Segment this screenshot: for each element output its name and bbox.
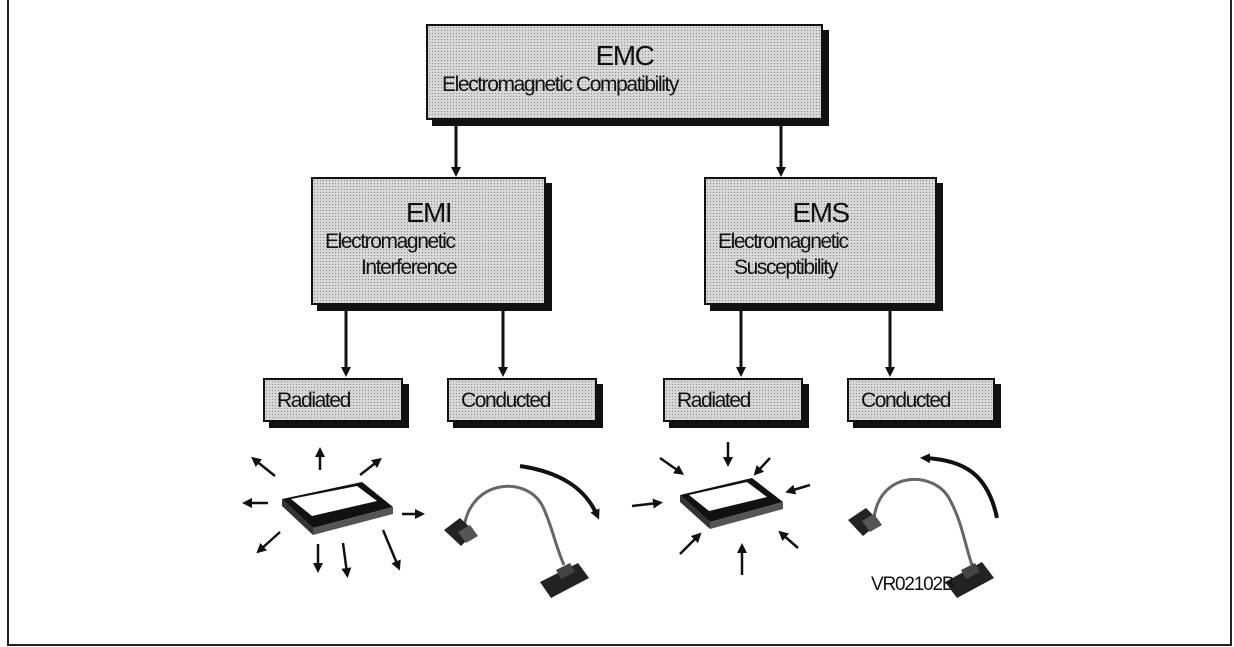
emi-line2: Interference <box>361 256 458 280</box>
emi-title: EMI <box>405 197 453 228</box>
emc-subtitle: Electromagnetic Compatibility <box>442 73 679 96</box>
emi-conducted-box: Conducted <box>447 378 597 422</box>
ems-conducted-cable-icon <box>848 453 999 598</box>
emc-title: EMC <box>595 40 655 71</box>
ems-conducted-box: Conducted <box>847 378 995 422</box>
ems-receiving-module-icon <box>631 442 811 575</box>
ems-title: EMS <box>792 197 850 228</box>
figure-frame <box>7 0 1232 646</box>
ems-radiated-box: Radiated <box>663 378 803 422</box>
emi-line1: Electromagnetic <box>325 230 456 253</box>
emi-radiating-module-icon <box>242 447 425 578</box>
ems-line1: Electromagnetic <box>718 230 849 253</box>
emi-radiated-label: Radiated <box>277 389 351 412</box>
ems-box: EMS Electromagnetic Susceptibility <box>704 177 937 305</box>
emi-conducted-cable-icon <box>444 464 600 598</box>
emi-box: EMI Electromagnetic Interference <box>311 177 546 305</box>
ems-conducted-label: Conducted <box>861 389 951 412</box>
figure-code: VR02102B <box>871 574 955 595</box>
emi-conducted-label: Conducted <box>461 389 551 412</box>
ems-line2: Susceptibility <box>734 256 838 280</box>
emi-radiated-box: Radiated <box>263 378 403 422</box>
emc-box: EMC Electromagnetic Compatibility <box>426 24 823 120</box>
ems-radiated-label: Radiated <box>677 389 751 412</box>
